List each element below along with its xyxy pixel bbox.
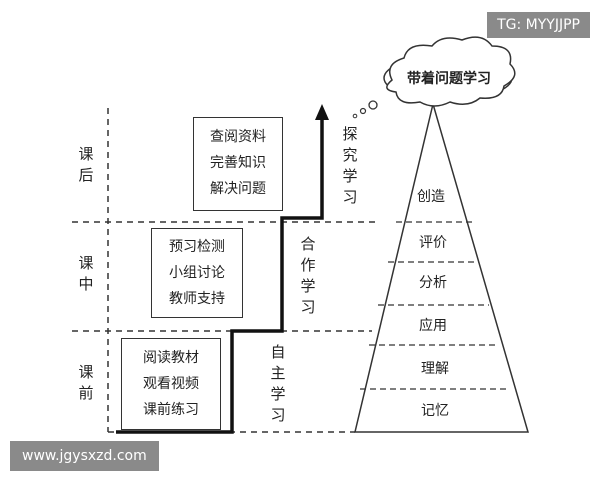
pyramid-level-apply: 应用 [419, 318, 447, 334]
activity-line: 观看视频 [143, 376, 199, 392]
phase-label-in-class: 课 中 [78, 254, 94, 293]
pyramid-level-evaluate: 评价 [419, 235, 447, 251]
staircase-arrowhead [315, 104, 329, 120]
activity-line: 完善知识 [210, 155, 266, 171]
activity-line: 预习检测 [169, 239, 225, 255]
activity-box-in-class: 预习检测 小组讨论 教师支持 [151, 228, 243, 318]
pyramid-level-analyze: 分析 [419, 275, 447, 291]
activity-line: 课前练习 [143, 402, 199, 418]
pyramid-outline [354, 101, 529, 433]
pyramid-level-understand: 理解 [421, 361, 449, 377]
step-label-cooperative: 合 作 学 习 [300, 235, 316, 316]
phase-label-after-class: 课 后 [78, 145, 94, 184]
activity-line: 阅读教材 [143, 350, 199, 366]
activity-line: 解决问题 [210, 181, 266, 197]
watermark-top-right: TG: MYYJJPP [487, 12, 590, 38]
activity-box-after-class: 查阅资料 完善知识 解决问题 [193, 117, 283, 211]
watermark-bottom-left: www.jgysxzd.com [10, 441, 159, 471]
cloud-bubble [352, 36, 516, 119]
activity-line: 教师支持 [169, 291, 225, 307]
step-label-inquiry: 探 究 学 习 [342, 125, 358, 206]
staircase-path [116, 116, 324, 434]
cloud-label: 带着问题学习 [407, 71, 491, 87]
pyramid-level-remember: 记忆 [421, 403, 449, 419]
activity-line: 小组讨论 [169, 265, 225, 281]
phase-label-before-class: 课 前 [78, 363, 94, 402]
activity-box-before-class: 阅读教材 观看视频 课前练习 [121, 338, 221, 430]
step-label-autonomous: 自 主 学 习 [270, 343, 286, 424]
pyramid-level-create: 创造 [417, 189, 445, 205]
activity-line: 查阅资料 [210, 129, 266, 145]
